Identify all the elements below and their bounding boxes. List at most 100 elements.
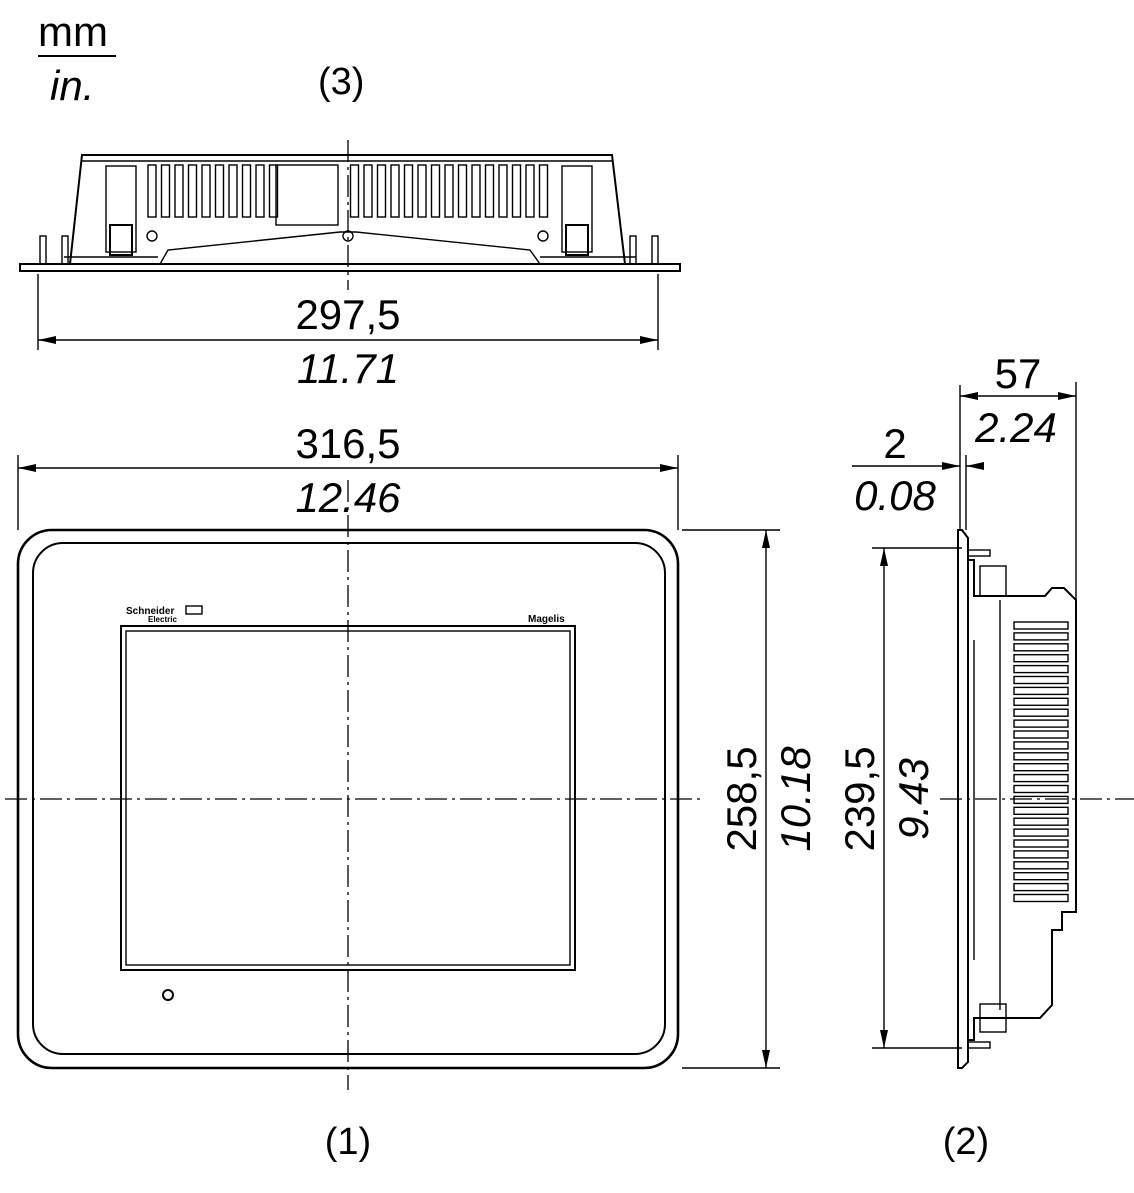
vent-slot	[1013, 654, 1069, 663]
side-body-outline	[968, 559, 1077, 1041]
vent-slot	[417, 164, 427, 218]
arrow-head	[1058, 392, 1076, 400]
vent-slot	[1013, 850, 1069, 859]
brand-logo-box	[185, 605, 203, 615]
vent-slot	[1013, 817, 1069, 826]
vent-slot	[1013, 795, 1069, 805]
top-view-clamp-right-screw	[565, 224, 589, 256]
arrow-head	[960, 392, 978, 400]
vent-slot	[1013, 784, 1069, 794]
top-view-flange	[19, 263, 681, 272]
vent-slot	[471, 164, 481, 218]
side-vents	[1013, 621, 1069, 903]
brand-logo: Schneider Electric	[126, 605, 203, 624]
front-view: 316,5 12.46 Schneider Electric Magelis 2…	[5, 420, 819, 1163]
top-view-connector	[275, 164, 339, 226]
dim-top-width-in: 11.71	[297, 345, 399, 392]
dim-side-bezel-in: 0.08	[854, 472, 936, 519]
top-view-screw	[146, 230, 158, 242]
vent-slot	[349, 164, 360, 218]
arrow-head	[762, 530, 770, 548]
vent-slot	[1013, 763, 1069, 772]
status-led	[162, 989, 174, 1001]
top-view-clamp-right	[561, 165, 593, 253]
vent-slot	[484, 164, 495, 218]
units-legend: mm in.	[38, 8, 116, 109]
vent-slot	[1013, 839, 1069, 848]
vent-slot	[1013, 828, 1069, 837]
vent-slot	[430, 164, 441, 218]
unit-inch-label: in.	[50, 62, 94, 109]
vent-slot	[187, 164, 198, 218]
vent-slot	[1013, 719, 1069, 728]
top-view-stud	[629, 235, 637, 265]
arrow-head	[966, 462, 984, 470]
vent-slot	[444, 164, 454, 218]
arrow-head	[880, 548, 888, 566]
vent-slot	[1013, 643, 1069, 652]
vent-slot	[498, 164, 508, 218]
vent-slot	[1013, 686, 1069, 696]
vent-slot	[1013, 708, 1069, 717]
side-view: 57 2.24 2 0.08 239,5 9.43 (2)	[836, 350, 1134, 1163]
vent-slot	[511, 164, 522, 218]
vent-slot	[390, 164, 400, 218]
vent-slot	[160, 164, 171, 218]
vent-slot	[376, 164, 387, 218]
side-clamp-bottom	[979, 1003, 1007, 1033]
dim-side-depth-in: 2.24	[974, 404, 1057, 451]
side-stud	[967, 549, 991, 557]
brand-maker: Schneider	[126, 606, 174, 617]
side-clamp-top	[979, 565, 1007, 597]
top-view-stud	[61, 235, 69, 265]
vent-slot	[255, 164, 265, 218]
vent-slot	[241, 164, 252, 218]
vent-slot	[1013, 861, 1069, 870]
vent-slot	[1013, 632, 1069, 641]
top-view-clamp-left	[105, 165, 137, 253]
vent-slot	[201, 164, 211, 218]
arrow-head	[942, 462, 960, 470]
vent-slot	[1013, 730, 1069, 739]
vent-slot	[268, 164, 279, 218]
vent-slot	[1013, 664, 1069, 674]
brand-product: Magelis	[528, 614, 565, 625]
vent-slot	[1013, 806, 1069, 815]
arrow-head	[38, 336, 56, 344]
dim-front-width-mm: 316,5	[295, 420, 400, 467]
dim-side-height-mm: 239,5	[836, 746, 883, 851]
vent-slot	[214, 164, 225, 218]
dim-top-width-mm: 297,5	[295, 291, 400, 338]
top-view-screw	[342, 230, 354, 242]
vent-slot	[538, 164, 549, 218]
dim-side-height-in: 9.43	[890, 758, 937, 840]
vent-slot	[1013, 621, 1069, 630]
vent-slot	[1013, 741, 1069, 750]
side-bezel-profile	[957, 529, 969, 1069]
vent-slot	[403, 164, 414, 218]
vent-slot	[228, 164, 238, 218]
vent-slot	[1013, 697, 1069, 706]
top-view-base-bevel	[159, 231, 541, 265]
vent-slot	[363, 164, 373, 218]
vent-slot	[457, 164, 468, 218]
vent-slot	[1013, 893, 1069, 903]
arrow-head	[640, 336, 658, 344]
arrow-head	[762, 1050, 770, 1068]
vent-slot	[147, 164, 157, 218]
unit-mm-label: mm	[38, 8, 108, 55]
top-view-housing	[69, 154, 626, 265]
view-label-front: (1)	[325, 1121, 371, 1163]
dim-side-depth-mm: 57	[995, 350, 1042, 397]
dim-side-bezel-mm: 2	[883, 420, 906, 467]
vent-slot	[1013, 882, 1069, 892]
vent-slot	[174, 164, 184, 218]
vent-slot	[1013, 752, 1069, 761]
vent-slot	[1013, 773, 1069, 783]
vent-slot	[1013, 872, 1069, 881]
top-view-clamp-left-screw	[109, 224, 133, 256]
arrow-head	[660, 464, 678, 472]
top-view: (3) 297,5 11.7	[19, 61, 681, 392]
